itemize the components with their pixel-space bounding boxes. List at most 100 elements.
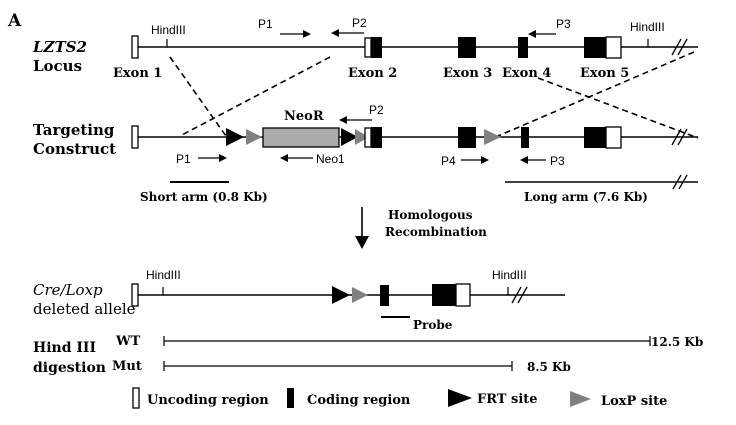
break-mark: [678, 174, 688, 190]
loxp-site: [484, 129, 501, 145]
exon5-uncoding: [605, 126, 622, 149]
wt-size: 12.5 Kb: [651, 335, 703, 349]
crossover-long-1: [537, 77, 699, 139]
long-arm-label: Long arm (7.6 Kb): [524, 190, 648, 204]
frt-site: [341, 128, 358, 146]
exon5-uncoding: [455, 283, 471, 307]
legend-uncoding-label: Uncoding region: [147, 393, 269, 408]
p1-arrow-head: [303, 30, 311, 38]
recombination-label-1: Homologous: [388, 208, 473, 222]
exon3-label: Exon 3: [443, 66, 492, 81]
hindiii-right: HindIII: [630, 20, 665, 34]
exon5-coding: [432, 284, 456, 306]
short-arm-label: Short arm (0.8 Kb): [140, 190, 268, 204]
recombination-step: Homologous Recombination: [355, 207, 487, 249]
exon2-uncoding: [364, 127, 372, 148]
exon4-label: Exon 4: [502, 66, 551, 81]
break-mark: [677, 38, 688, 56]
legend-uncoding-swatch: [132, 387, 140, 409]
exon2-coding: [371, 127, 382, 148]
p3-arrow-head: [520, 156, 528, 164]
p3-label: P3: [556, 17, 571, 31]
deleted-name: Cre/Loxp: [33, 281, 103, 299]
digestion-row: Hind III digestion WT 12.5 Kb Mut 8.5 Kb: [33, 334, 703, 376]
break-mark: [671, 38, 682, 56]
exon4-box: [521, 127, 529, 148]
neo1-arrow-head: [280, 154, 288, 162]
break-mark: [517, 286, 528, 304]
deleted-label: deleted allele: [33, 300, 136, 318]
exon4-box: [518, 37, 528, 58]
legend: Uncoding region Coding region FRT site L…: [132, 387, 667, 409]
digestion-label-2: digestion: [33, 360, 106, 376]
mut-size: 8.5 Kb: [527, 360, 571, 374]
locus-row: LZTS2 Locus HindIII HindIII Exon 1 Exon …: [32, 16, 698, 81]
legend-coding-label: Coding region: [307, 393, 411, 408]
exon3-box: [458, 127, 476, 148]
exon3-box: [458, 37, 476, 58]
exon1-label: Exon 1: [113, 66, 162, 81]
crossover-short-2: [179, 56, 331, 137]
recombination-arrow-head: [355, 236, 369, 249]
exon-coding: [380, 285, 389, 306]
p2-arrow-head: [339, 116, 347, 124]
exon5-coding: [584, 37, 606, 58]
exon1-box: [131, 125, 139, 149]
p2-label: P2: [352, 16, 367, 30]
frt-site: [332, 286, 350, 304]
hindiii-right: HindIII: [492, 268, 527, 282]
p1-label: P1: [176, 152, 191, 166]
neor-label: NeoR: [284, 109, 324, 124]
exon1-box: [131, 283, 139, 307]
legend-loxp-swatch: [570, 391, 591, 407]
recombination-label-2: Recombination: [385, 225, 487, 239]
legend-frt-swatch: [448, 389, 472, 407]
p2-label: P2: [369, 103, 384, 117]
break-mark: [671, 128, 682, 146]
mut-label: Mut: [112, 359, 142, 374]
exon5-uncoding: [605, 36, 622, 59]
digestion-label-1: Hind III: [33, 340, 96, 356]
p3-label: P3: [550, 154, 565, 168]
break-mark: [672, 174, 682, 190]
construct-label-2: Construct: [33, 140, 116, 158]
loxp-site: [246, 129, 262, 145]
neo1-label: Neo1: [316, 152, 345, 166]
deleted-allele-row: Cre/Loxp deleted allele HindIII HindIII …: [33, 268, 565, 332]
legend-frt-label: FRT site: [477, 392, 538, 407]
construct-row: Targeting Construct NeoR P2 Neo1 P1: [33, 103, 698, 168]
hindiii-left: HindIII: [151, 23, 186, 37]
break-mark: [511, 286, 522, 304]
crossover-lines: [169, 51, 699, 139]
exon2-label: Exon 2: [348, 66, 397, 81]
exon1-box: [131, 35, 139, 59]
frt-site: [226, 128, 244, 146]
locus-name: LZTS2: [32, 38, 87, 56]
break-mark: [677, 128, 688, 146]
homology-arms: Short arm (0.8 Kb) Long arm (7.6 Kb): [140, 174, 698, 204]
p1-arrow-head: [219, 154, 227, 162]
locus-label: Locus: [33, 57, 82, 75]
loxp-site: [352, 287, 368, 303]
hindiii-left: HindIII: [146, 268, 181, 282]
exon2-uncoding: [364, 37, 372, 58]
p2-arrow-head: [331, 29, 339, 37]
neor-cassette: [262, 127, 340, 148]
exon5-label: Exon 5: [580, 66, 629, 81]
loxp-site: [355, 129, 369, 145]
probe-label: Probe: [413, 318, 453, 332]
p4-arrow-head: [481, 156, 489, 164]
exon5-coding: [584, 127, 606, 148]
crossover-long-2: [497, 51, 695, 137]
legend-coding-swatch: [287, 388, 294, 408]
panel-label: A: [7, 11, 22, 31]
p1-label: P1: [258, 17, 273, 31]
p4-label: P4: [441, 154, 456, 168]
wt-label: WT: [115, 334, 141, 349]
exon2-coding: [371, 37, 382, 58]
legend-loxp-label: LoxP site: [601, 394, 667, 409]
construct-label-1: Targeting: [33, 121, 115, 139]
crossover-short-1: [169, 56, 227, 137]
p3-arrow-head: [528, 30, 536, 38]
